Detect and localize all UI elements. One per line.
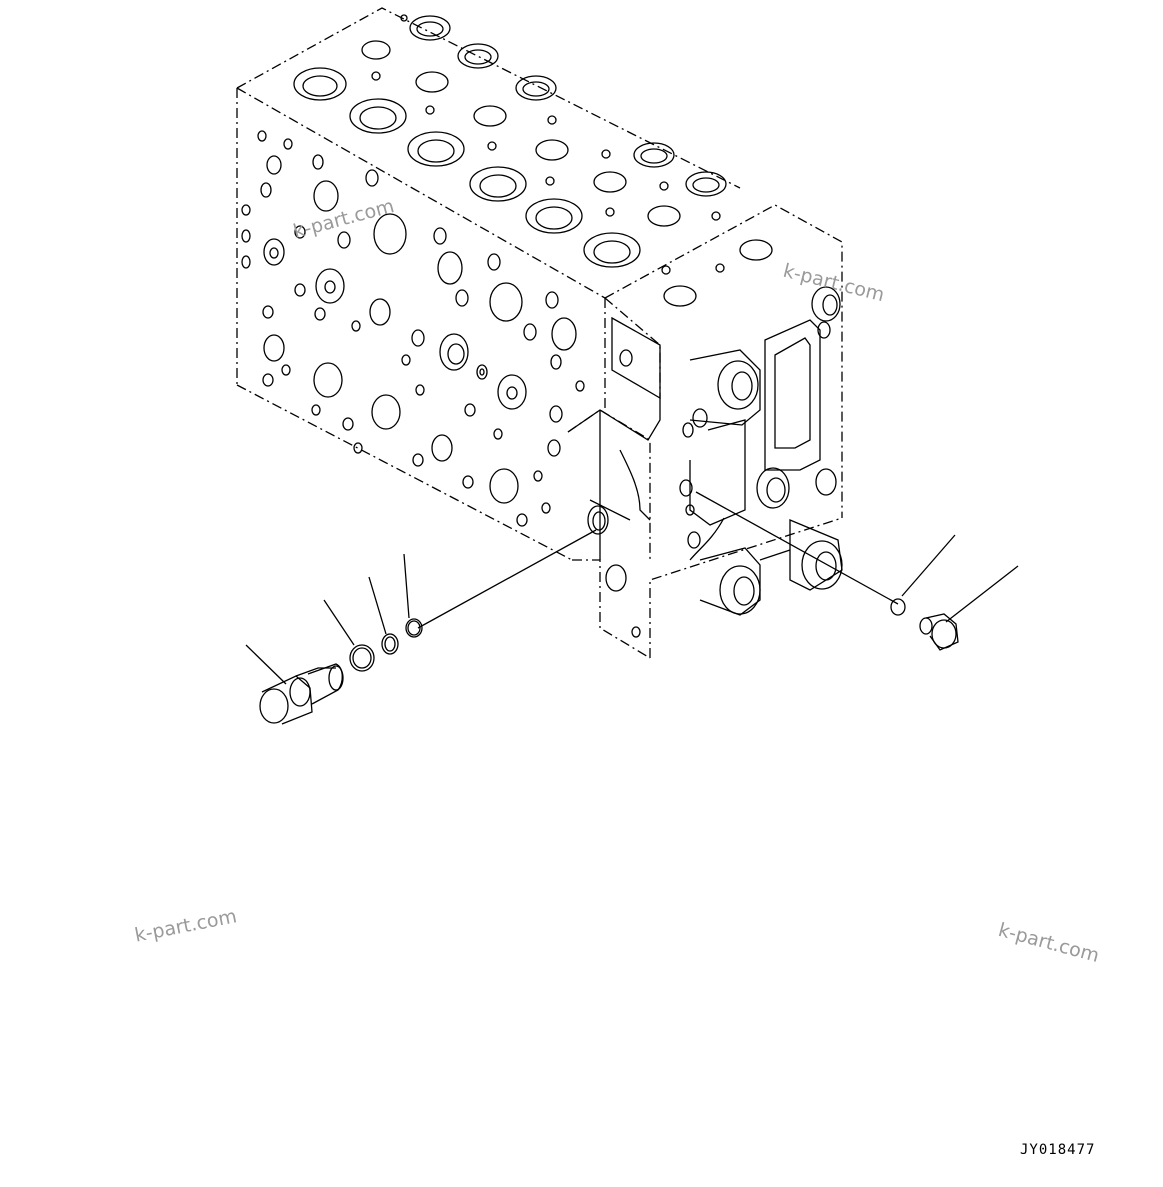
side-face-ports [241,130,585,527]
small-plug [919,613,959,651]
drawing-code: JY018477 [1020,1142,1096,1158]
plug [259,663,344,725]
callout-leaders [245,534,1019,685]
end-section [567,286,843,638]
seal-right [890,598,906,616]
o-ring-small [405,618,423,638]
top-face-ports [293,14,773,307]
backup-ring [381,633,399,655]
o-ring-large [349,644,375,672]
leader-lines [417,491,899,629]
